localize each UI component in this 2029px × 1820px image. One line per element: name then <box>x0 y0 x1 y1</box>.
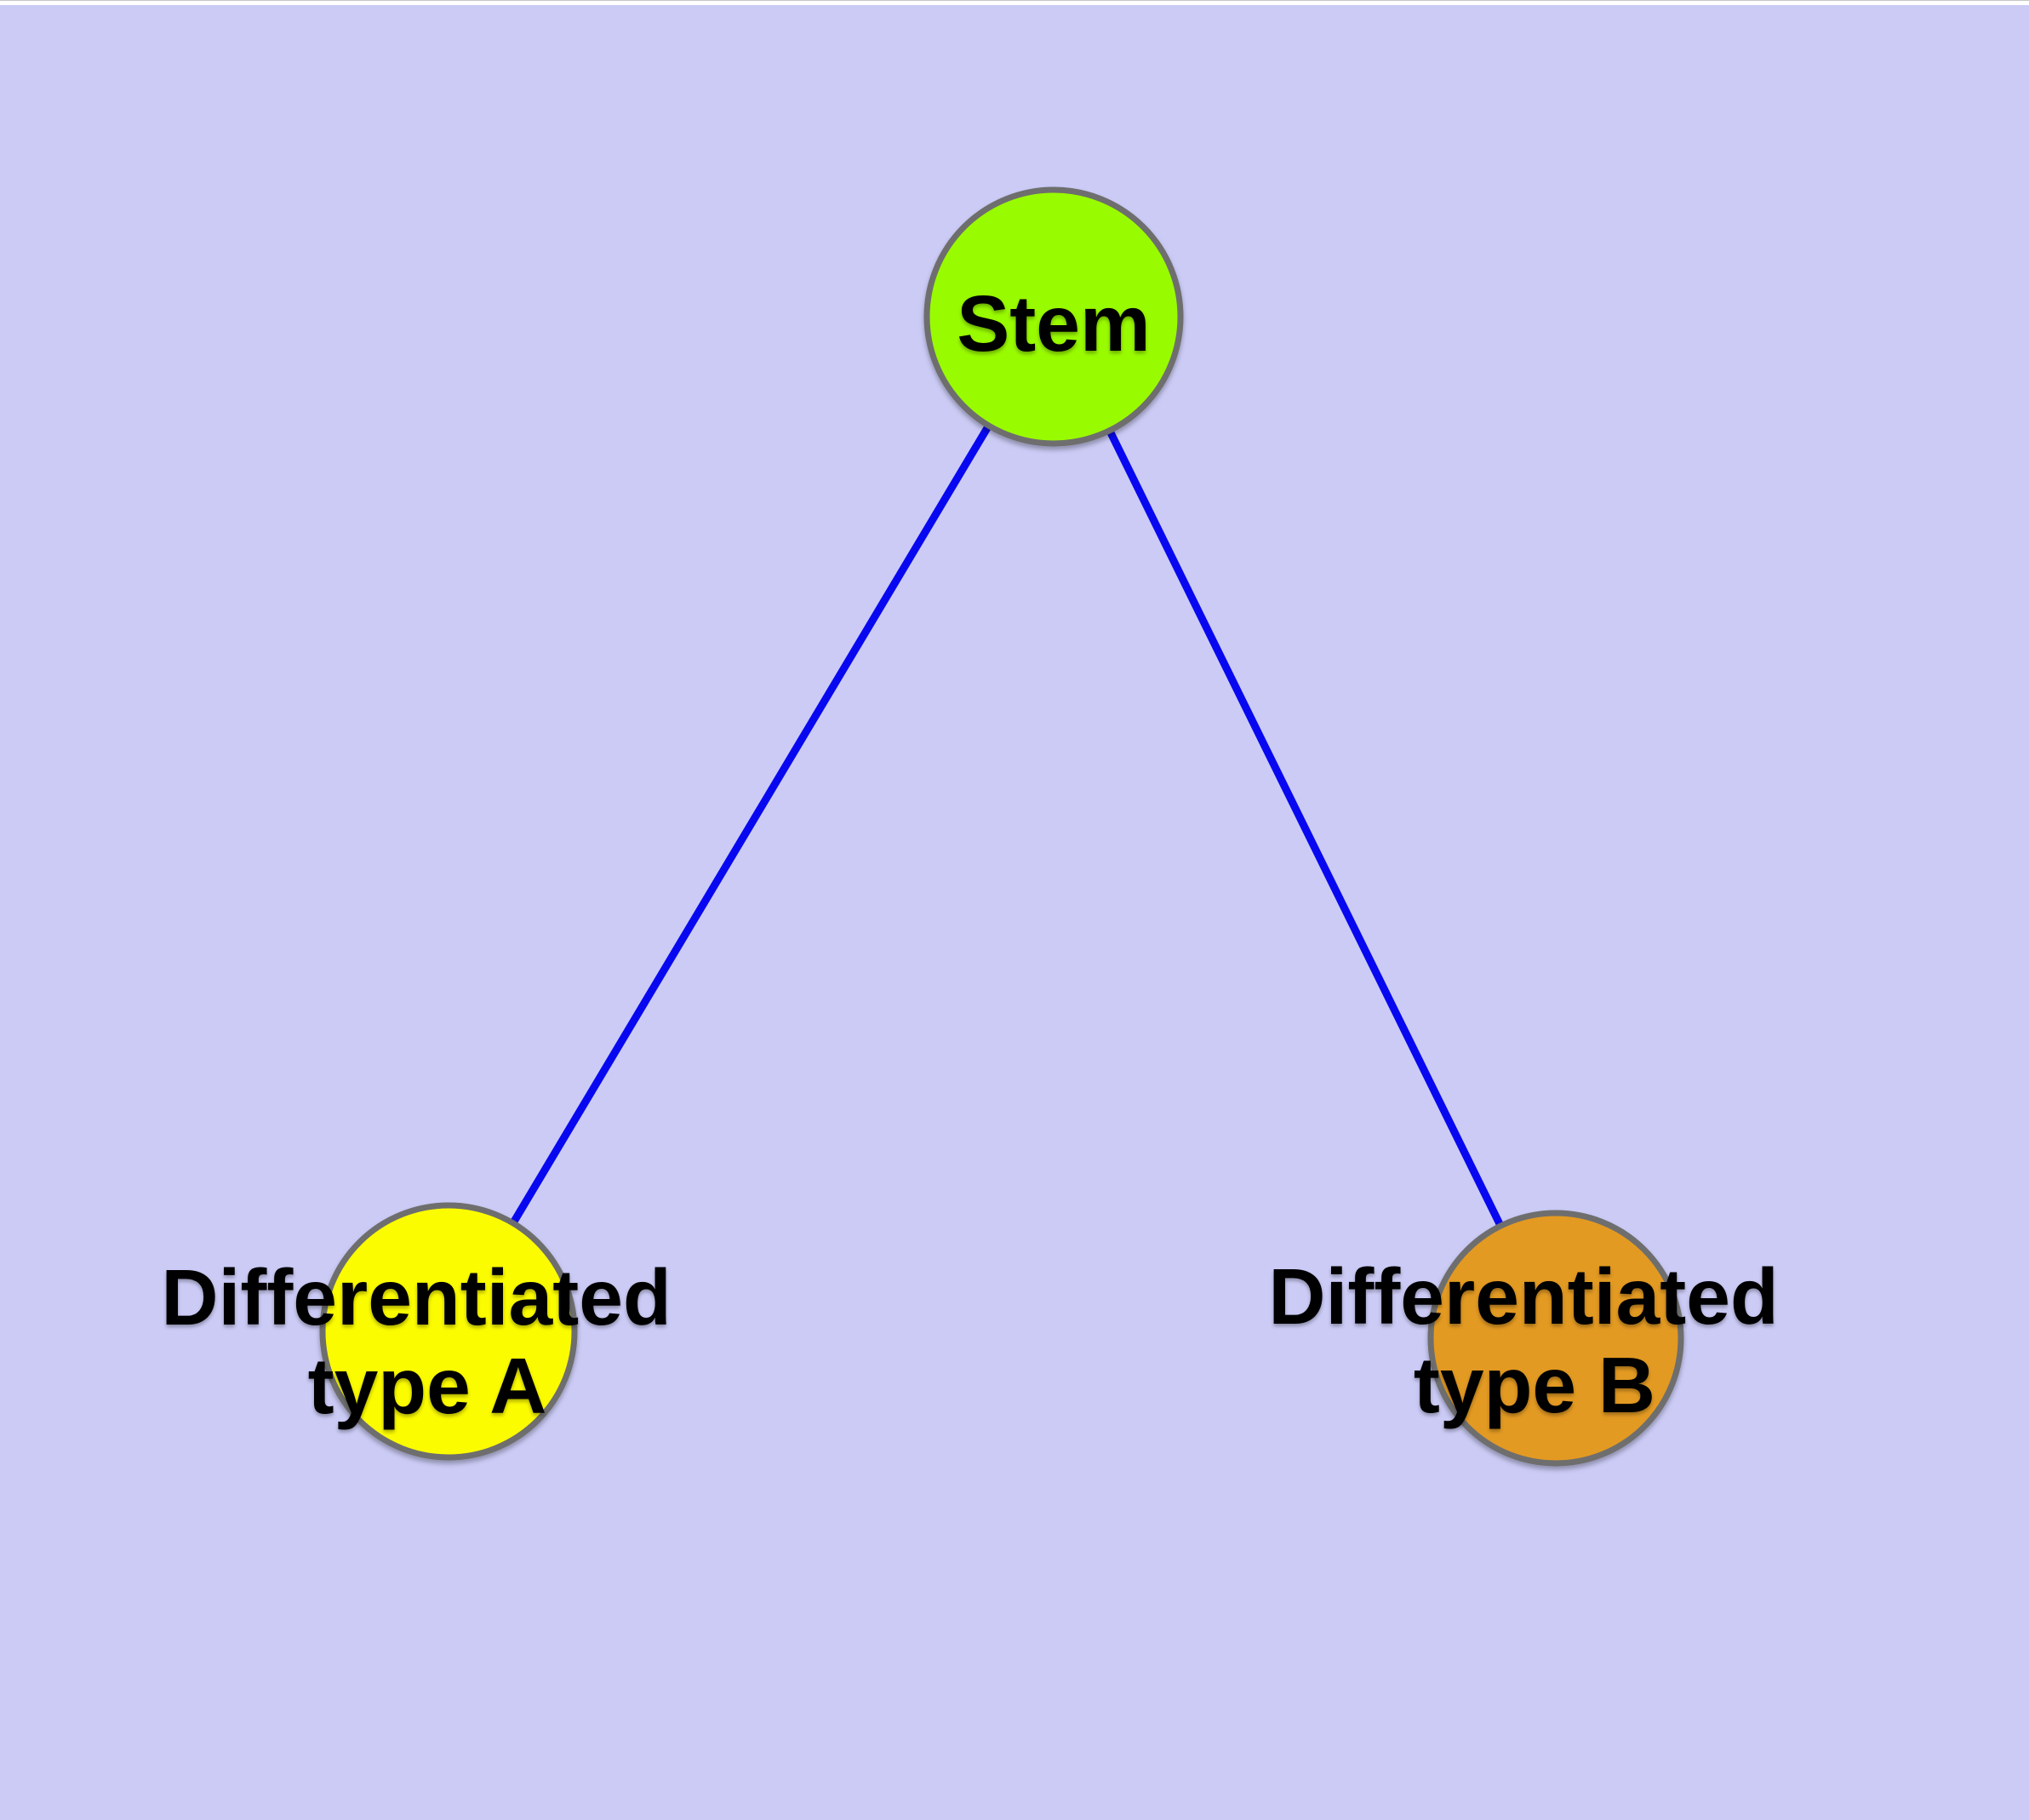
type-a-node-circle <box>319 1202 578 1461</box>
stem-node-circle <box>923 186 1184 447</box>
type-a-node-label: Differentiated type A <box>161 1253 693 1430</box>
type-a-label-line2: type A <box>308 1342 547 1430</box>
edge-stem-to-type-a <box>445 314 1057 1334</box>
stem-node: Stem <box>923 186 1184 447</box>
type-b-node: Differentiated type B <box>1268 1210 1800 1467</box>
stem-node-label: Stem <box>957 279 1150 368</box>
type-b-label-line2: type B <box>1414 1341 1655 1429</box>
edge-stem-to-type-b <box>1049 315 1560 1340</box>
type-a-label-line1: Differentiated <box>161 1253 671 1342</box>
top-border-strip <box>0 0 2029 5</box>
edges-group <box>445 314 1560 1340</box>
type-b-node-label: Differentiated type B <box>1268 1252 1800 1429</box>
type-b-node-circle <box>1427 1210 1684 1467</box>
type-b-label-line1: Differentiated <box>1268 1252 1778 1341</box>
type-a-node: Differentiated type A <box>161 1202 693 1461</box>
